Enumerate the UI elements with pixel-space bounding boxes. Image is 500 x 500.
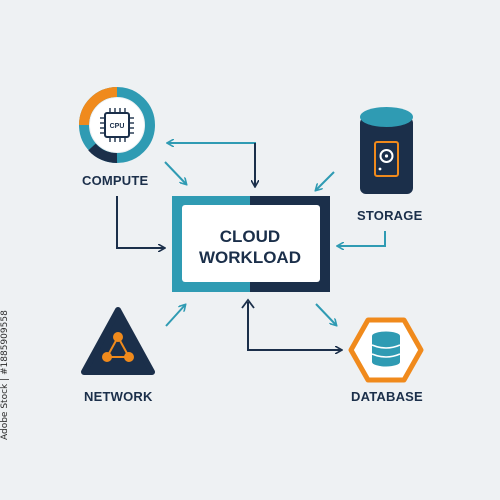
storage-label: STORAGE [357,208,423,223]
connector-network-diag [165,305,185,327]
cpu-chip-text: CPU [110,123,125,130]
stock-id-text: Adobe Stock | #1885909558 [0,310,10,440]
hard-drive-icon [374,141,399,177]
cloud-workload-line2: WORKLOAD [199,248,301,267]
storage-icon [360,107,413,194]
connector-diag-topleft [164,161,186,184]
network-label: NETWORK [84,389,153,404]
connector-compute-to-center [116,196,164,248]
compute-icon: CPU [79,87,155,163]
connector-database-diag [315,303,336,325]
cloud-workload-box [172,196,330,292]
cpu-chip-icon: CPU [100,108,134,142]
connector-storage-diag [316,171,335,190]
cloud-workload-label: CLOUD WORKLOAD [178,226,322,268]
cloud-workload-line1: CLOUD [219,227,281,246]
network-icon [81,307,155,375]
compute-label: COMPUTE [82,173,149,188]
database-icon [348,317,424,383]
connector-center-database [241,298,341,350]
database-label: DATABASE [351,389,423,404]
connector-storage-to-center [338,231,386,246]
